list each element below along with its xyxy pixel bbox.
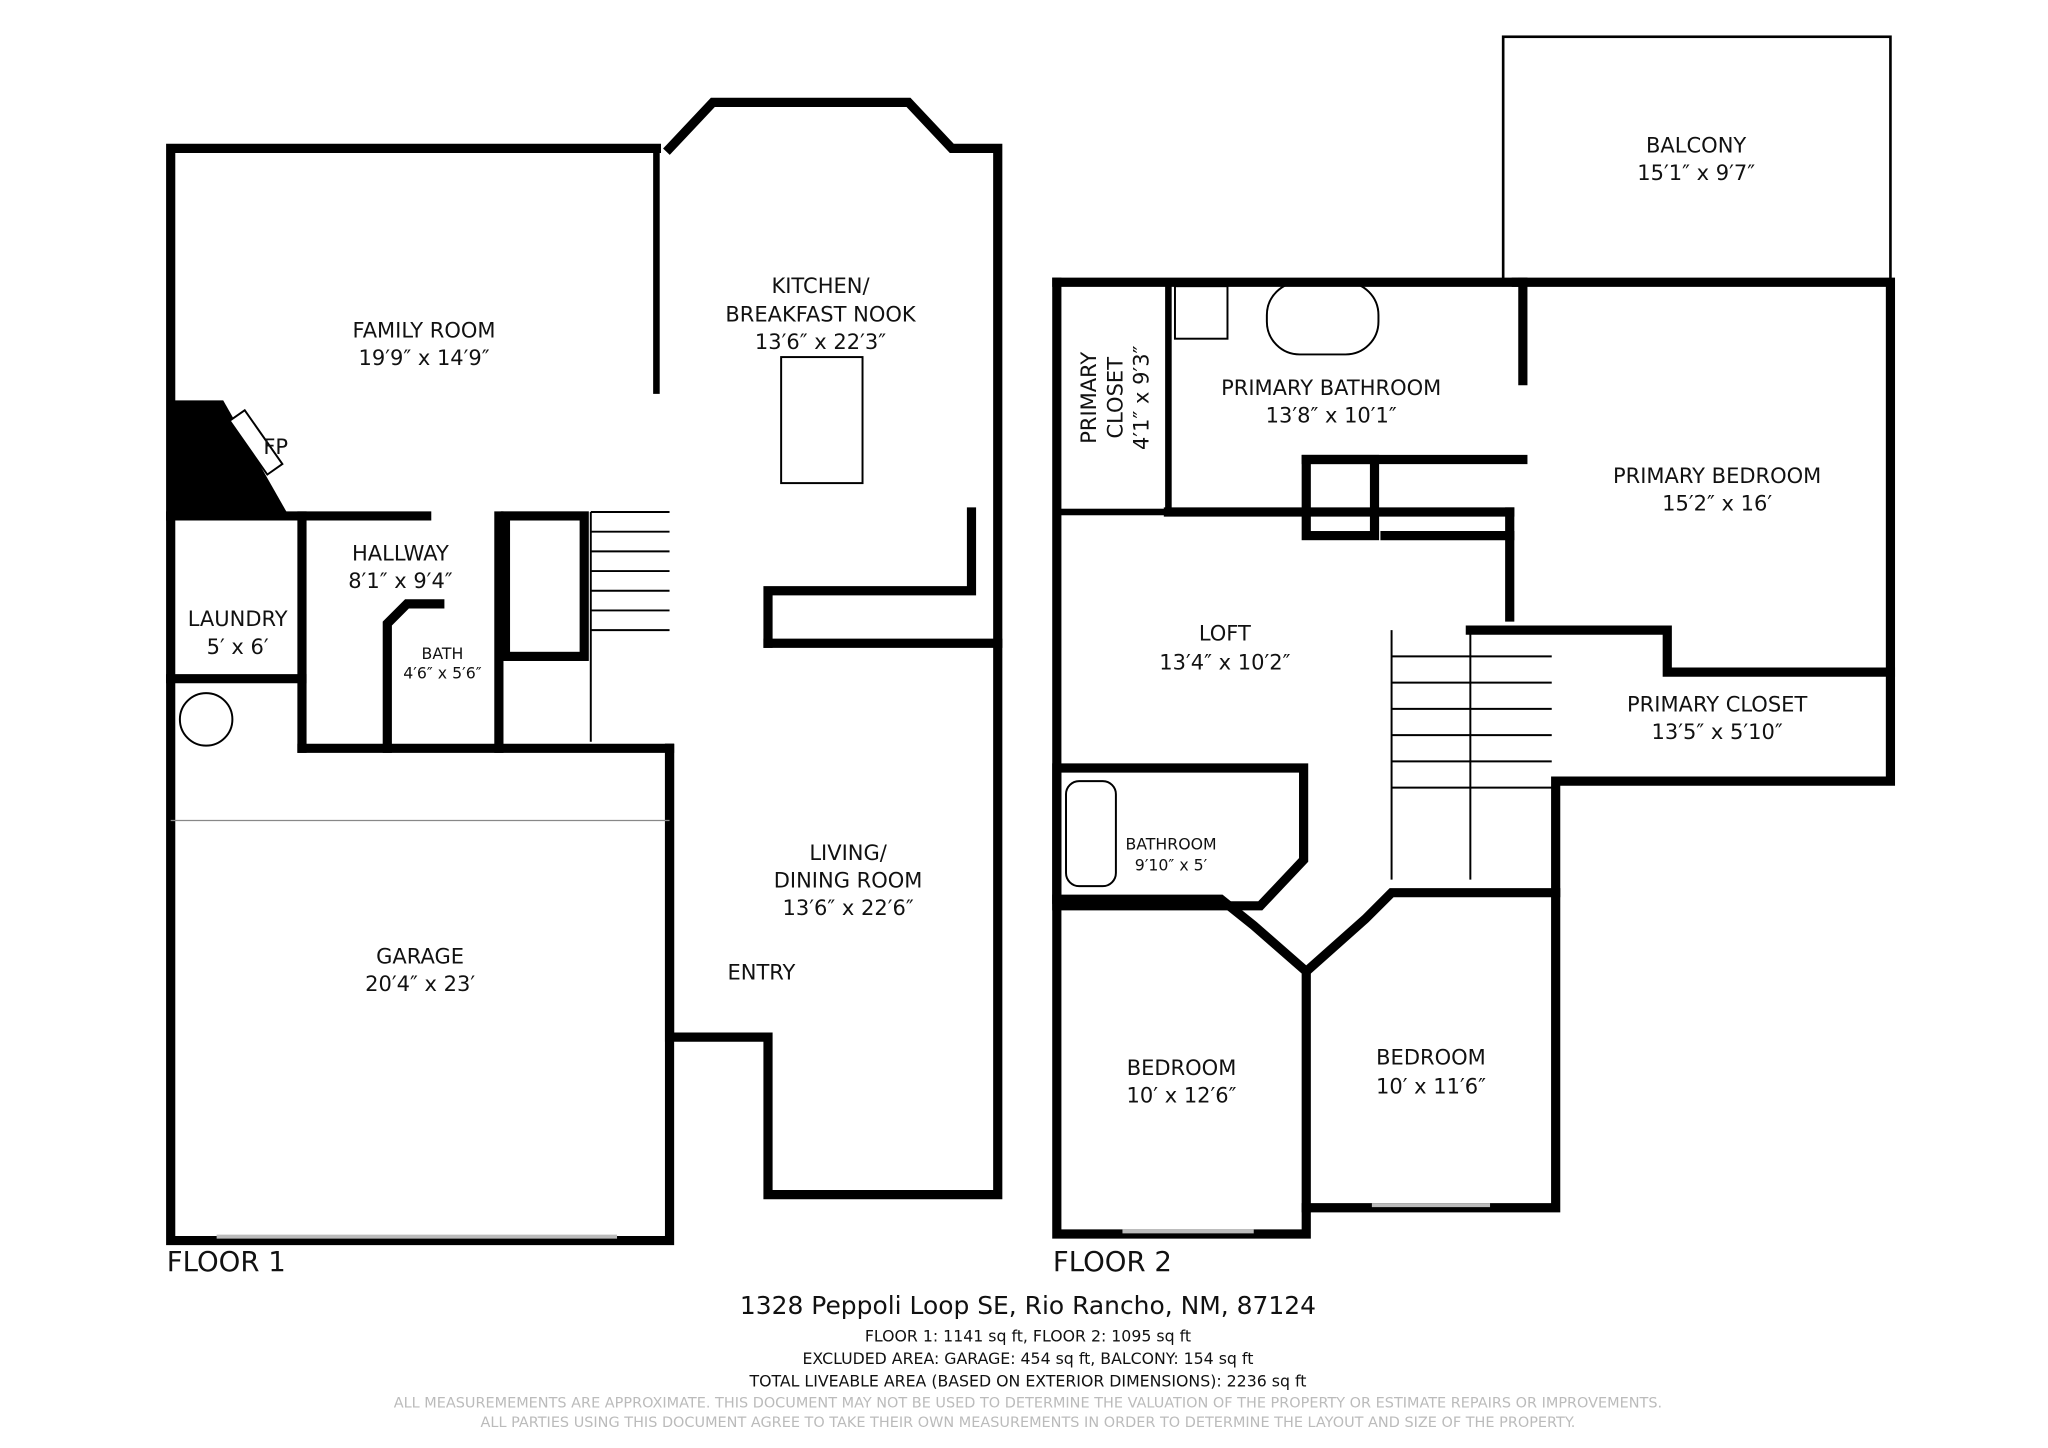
room-name: LIVING/ <box>809 841 887 865</box>
room-dims: 10′ x 11′6″ <box>1376 1075 1486 1099</box>
entry-label: ENTRY <box>727 960 795 984</box>
disclaimer-2: ALL PARTIES USING THIS DOCUMENT AGREE TO… <box>481 1415 1576 1431</box>
floor1-label: FLOOR 1 <box>167 1246 286 1278</box>
room-name: PRIMARY <box>1077 352 1101 444</box>
room-dims: 13′6″ x 22′6″ <box>783 896 914 920</box>
floor1-walls <box>166 97 1003 1246</box>
room-name: DINING ROOM <box>774 868 923 892</box>
room-name: BREAKFAST NOOK <box>725 303 917 327</box>
room-name: HALLWAY <box>352 542 449 566</box>
room-name: PRIMARY BATHROOM <box>1221 376 1441 400</box>
room-name: LOFT <box>1199 622 1251 646</box>
room-dims: 20′4″ x 23′ <box>365 972 475 996</box>
room-name: CLOSET <box>1103 357 1127 439</box>
room-dims: 13′4″ x 10′2″ <box>1159 651 1290 675</box>
room-name: PRIMARY CLOSET <box>1627 693 1807 717</box>
room-name: LAUNDRY <box>188 607 288 631</box>
room-dims: 5′ x 6′ <box>207 635 269 659</box>
floor2-walls <box>1052 35 1896 1239</box>
room-name: BATH <box>422 644 464 663</box>
room-dims: 13′8″ x 10′1″ <box>1266 404 1397 428</box>
room-name: PRIMARY BEDROOM <box>1613 464 1821 488</box>
room-dims: 4′6″ x 5′6″ <box>403 664 481 683</box>
room-name: KITCHEN/ <box>771 274 870 298</box>
room-dims: 15′2″ x 16′ <box>1662 492 1772 516</box>
excluded-area: EXCLUDED AREA: GARAGE: 454 sq ft, BALCON… <box>802 1349 1253 1368</box>
floor-areas: FLOOR 1: 1141 sq ft, FLOOR 2: 1095 sq ft <box>865 1327 1191 1346</box>
room-dims: 9′10″ x 5′ <box>1135 855 1208 874</box>
room-dims: 15′1″ x 9′7″ <box>1637 161 1755 185</box>
room-name: BALCONY <box>1646 133 1746 157</box>
room-labels: FAMILY ROOM 19′9″ x 14′9″ KITCHEN/ BREAK… <box>167 133 1822 1277</box>
footer: 1328 Peppoli Loop SE, Rio Rancho, NM, 87… <box>394 1291 1662 1431</box>
room-dims: 8′1″ x 9′4″ <box>348 569 453 593</box>
room-name: BEDROOM <box>1376 1046 1486 1070</box>
floor2-label: FLOOR 2 <box>1053 1246 1172 1278</box>
room-dims: 13′5″ x 5′10″ <box>1652 720 1783 744</box>
room-dims: 4′1″ x 9′3″ <box>1130 345 1154 450</box>
room-dims: 19′9″ x 14′9″ <box>358 346 489 370</box>
fireplace-label: FP <box>263 435 288 459</box>
room-name: FAMILY ROOM <box>353 318 496 342</box>
room-name: BATHROOM <box>1125 834 1216 853</box>
disclaimer-1: ALL MEASUREMEMENTS ARE APPROXIMATE. THIS… <box>394 1395 1662 1411</box>
room-dims: 13′6″ x 22′3″ <box>755 330 886 354</box>
total-area: TOTAL LIVEABLE AREA (BASED ON EXTERIOR D… <box>748 1371 1306 1390</box>
room-name: GARAGE <box>376 945 464 969</box>
room-name: BEDROOM <box>1127 1056 1237 1080</box>
room-dims: 10′ x 12′6″ <box>1127 1084 1237 1108</box>
address: 1328 Peppoli Loop SE, Rio Rancho, NM, 87… <box>740 1291 1316 1320</box>
fireplace-icon <box>170 400 289 516</box>
